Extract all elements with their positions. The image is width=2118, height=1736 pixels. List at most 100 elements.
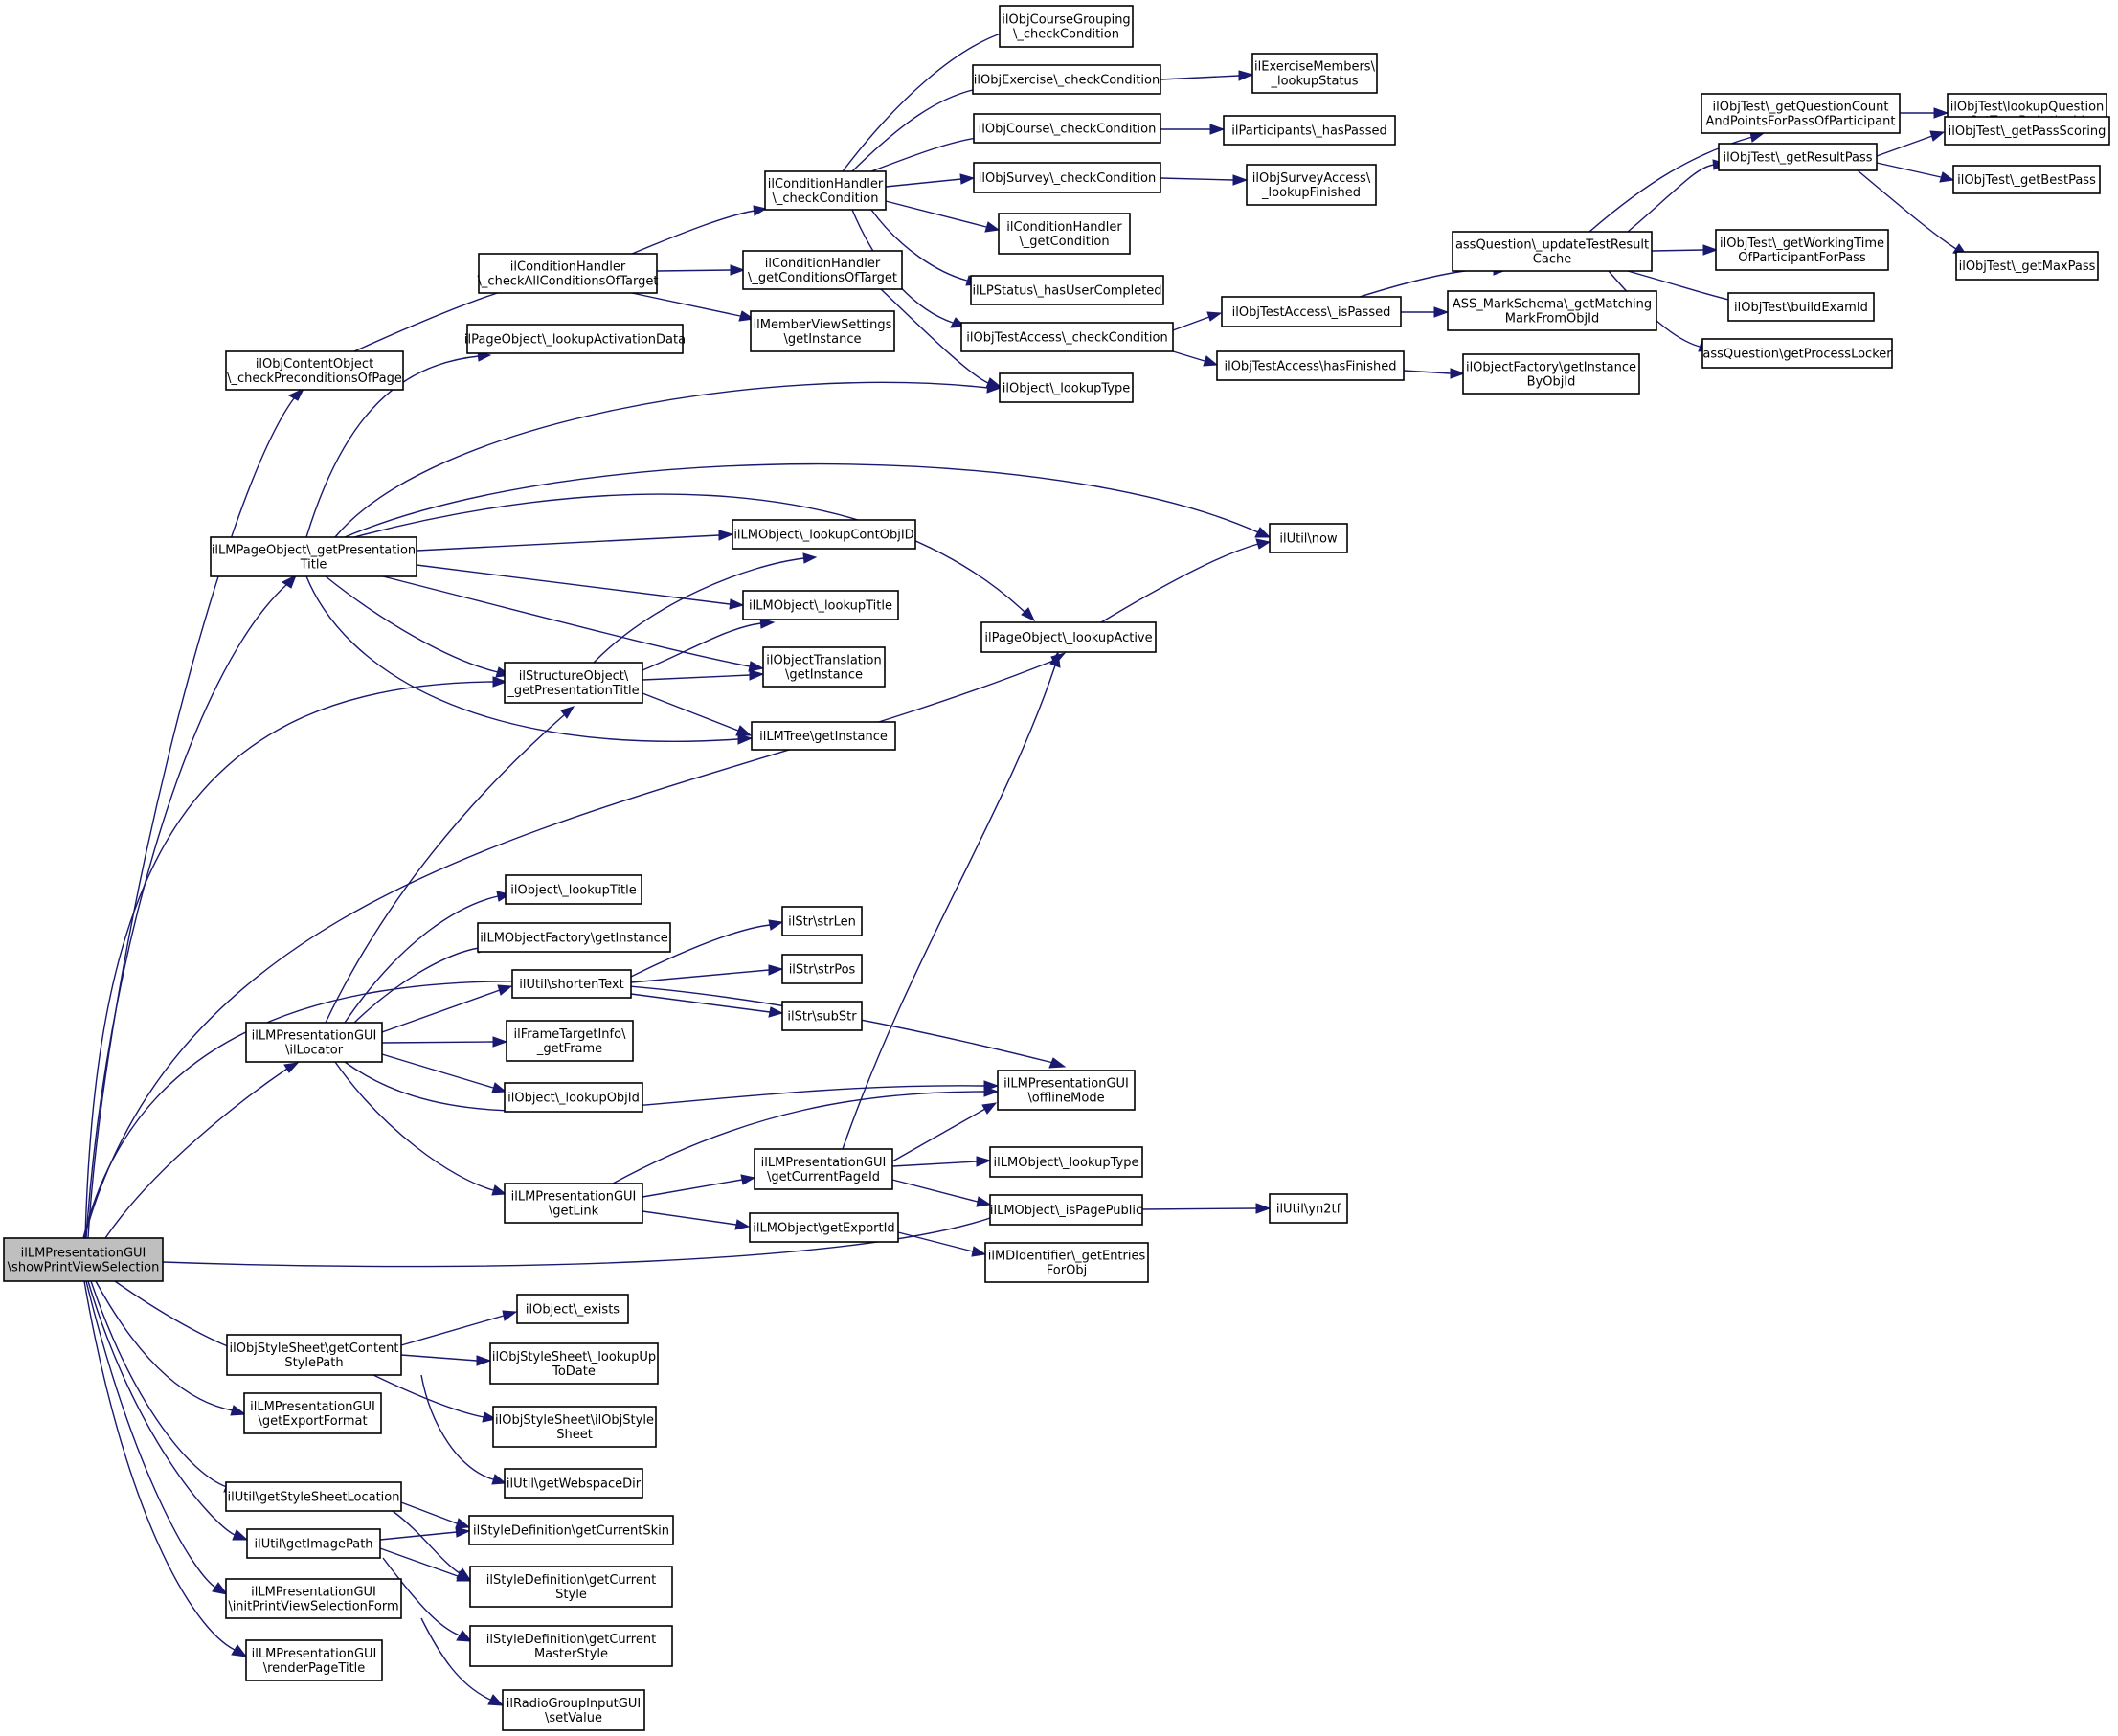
node-objTrans[interactable]: ilObjectTranslation\getInstance	[762, 646, 886, 688]
edge-root-to-renderTitle	[83, 1280, 248, 1657]
node-pageActive[interactable]: ilPageObject\_lookupActive	[980, 621, 1157, 653]
node-strLen[interactable]: ilStr\strLen	[781, 906, 863, 936]
edge-line	[372, 1374, 484, 1418]
node-svyCheck[interactable]: ilObjSurvey\_checkCondition	[973, 162, 1161, 193]
node-procLocker[interactable]: assQuestion\getProcessLocker	[1701, 338, 1893, 369]
node-crsCheck[interactable]: ilObjCourse\_checkCondition	[973, 113, 1161, 144]
node-shortenText[interactable]: ilUtil\shortenText	[511, 969, 632, 999]
node-condGetTarget[interactable]: ilConditionHandler\_getConditionsOfTarge…	[742, 250, 903, 290]
edge-line	[84, 681, 494, 1239]
edge-testAccCheck-to-isPassed	[1172, 311, 1223, 331]
node-lmObjFactory[interactable]: ilLMObjectFactory\getInstance	[477, 922, 671, 953]
node-frameTarget[interactable]: ilFrameTargetInfo\_getFrame	[506, 1020, 634, 1062]
arrowhead-icon	[959, 173, 976, 185]
node-exCheck[interactable]: ilObjExercise\_checkCondition	[972, 64, 1161, 95]
node-examId[interactable]: ilObjTest\buildExamId	[1727, 292, 1875, 322]
node-offline[interactable]: ilLMPresentationGUI\offlineMode	[997, 1070, 1136, 1111]
node-strPos[interactable]: ilStr\strPos	[781, 954, 863, 984]
node-styleCtor[interactable]: ilObjStyleSheet\ilObjStyleSheet	[492, 1406, 657, 1448]
node-contObjID[interactable]: ilLMObject\_lookupContObjID	[732, 519, 916, 550]
node-exportId[interactable]: ilLMObject\getExportId	[749, 1212, 899, 1243]
node-lookupObjId[interactable]: ilObject\_lookupObjId	[504, 1082, 643, 1113]
node-exportFormat[interactable]: ilLMPresentationGUI\getExportFormat	[243, 1392, 382, 1434]
node-label: ilObject\_exists	[526, 1303, 620, 1318]
edge-line	[1627, 164, 1715, 233]
node-curSkin[interactable]: ilStyleDefinition\getCurrentSkin	[468, 1515, 674, 1545]
node-box	[762, 646, 886, 688]
node-webspace[interactable]: ilUtil\getWebspaceDir	[504, 1468, 643, 1499]
node-box	[466, 324, 684, 354]
node-maxPass[interactable]: ilObjTest\_getMaxPass	[1955, 251, 2099, 281]
node-label: ilUtil\yn2tf	[1276, 1203, 1341, 1217]
node-subStr[interactable]: ilStr\subStr	[781, 1001, 863, 1031]
node-bestPass[interactable]: ilObjTest\_getBestPass	[1952, 165, 2101, 194]
node-lmLookupType[interactable]: ilLMObject\_lookupType	[989, 1146, 1143, 1178]
node-crsGroup[interactable]: ilObjCourseGrouping\_checkCondition	[999, 5, 1134, 48]
node-condCheck[interactable]: ilConditionHandler\_checkCondition	[764, 170, 887, 211]
edge-presTitle-to-contObjID	[416, 530, 734, 552]
node-passScoring[interactable]: ilObjTest\_getPassScoring	[1944, 116, 2110, 146]
node-radioSet[interactable]: ilRadioGroupInputGUI\setValue	[502, 1689, 645, 1731]
node-condGet[interactable]: ilConditionHandler\_getCondition	[998, 213, 1131, 255]
node-workTime[interactable]: ilObjTest\_getWorkingTimeOfParticipantFo…	[1715, 229, 1889, 271]
arrowhead-icon	[768, 919, 784, 931]
node-lpStatus[interactable]: ilLPStatus\_hasUserCompleted	[970, 275, 1164, 305]
edge-line	[382, 575, 751, 667]
arrowhead-icon	[1232, 174, 1249, 186]
node-qCount[interactable]: ilObjTest\_getQuestionCountAndPointsForP…	[1701, 93, 1901, 134]
node-root[interactable]: ilLMPresentationGUI\showPrintViewSelecti…	[3, 1237, 164, 1282]
node-initForm[interactable]: ilLMPresentationGUI\initPrintViewSelecti…	[225, 1578, 402, 1619]
node-isPassed[interactable]: ilObjTestAccess\_isPassed	[1221, 296, 1402, 327]
node-label: ilLMTree\getInstance	[759, 730, 888, 744]
node-label: ilObject\_lookupObjId	[507, 1092, 640, 1106]
node-exMembers[interactable]: ilExerciseMembers\_lookupStatus	[1251, 53, 1378, 94]
node-lmLookupTitle[interactable]: ilLMObject\_lookupTitle	[742, 590, 899, 620]
node-box	[750, 310, 895, 352]
node-objExists[interactable]: ilObject\_exists	[516, 1294, 629, 1324]
node-label: ilObjTest\_getPassScoring	[1949, 124, 2107, 139]
node-lmTree[interactable]: ilLMTree\getInstance	[751, 721, 896, 751]
arrowhead-icon	[455, 1518, 471, 1529]
node-partPassed[interactable]: ilParticipants\_hasPassed	[1223, 115, 1396, 146]
arrowhead-icon	[232, 1529, 249, 1541]
node-resultPass[interactable]: ilObjTest\_getResultPass	[1718, 143, 1878, 171]
node-box	[516, 1294, 629, 1324]
node-label: MarkFromObjId	[1505, 312, 1599, 327]
node-presTitle[interactable]: ilLMPageObject\_getPresentationTitle	[210, 536, 417, 577]
node-box	[492, 1406, 657, 1448]
node-styleLoc[interactable]: ilUtil\getStyleSheetLocation	[225, 1481, 402, 1512]
node-label: \_checkAllConditionsOfTarget	[478, 275, 659, 289]
node-isPagePublic[interactable]: ilLMObject\_isPagePublic	[989, 1194, 1143, 1226]
node-svyFinished[interactable]: ilObjSurveyAccess\_lookupFinished	[1246, 164, 1377, 206]
node-imagePath[interactable]: ilUtil\getImagePath	[246, 1528, 381, 1559]
node-checkAllCond[interactable]: ilConditionHandler\_checkAllConditionsOf…	[478, 253, 659, 294]
node-getLink[interactable]: ilLMPresentationGUI\getLink	[504, 1183, 643, 1224]
node-utilNow[interactable]: ilUtil\now	[1269, 523, 1348, 553]
node-stPresTitle[interactable]: ilStructureObject\_getPresentationTitle	[504, 662, 643, 704]
node-memberView[interactable]: ilMemberViewSettings\getInstance	[750, 310, 895, 352]
node-testAccCheck[interactable]: ilObjTestAccess\_checkCondition	[960, 322, 1174, 352]
edge-resultPass-to-passScoring	[1876, 130, 1946, 157]
edge-line	[420, 1617, 491, 1701]
node-locator[interactable]: ilLMPresentationGUI\ilLocator	[245, 1022, 383, 1063]
node-renderTitle[interactable]: ilLMPresentationGUI\renderPageTitle	[245, 1639, 383, 1681]
node-objLookupTitle[interactable]: ilObject\_lookupTitle	[505, 874, 642, 905]
node-hasFinished[interactable]: ilObjTestAccess\hasFinished	[1216, 350, 1405, 381]
node-yn2tf[interactable]: ilUtil\yn2tf	[1269, 1193, 1348, 1224]
node-objLookupType[interactable]: ilObject\_lookupType	[999, 372, 1134, 403]
node-label: ilObjTestAccess\_isPassed	[1232, 305, 1391, 320]
node-curPageId[interactable]: ilLMPresentationGUI\getCurrentPageId	[754, 1148, 893, 1190]
arrowhead-icon	[231, 1644, 248, 1657]
node-pageActData[interactable]: ilPageObject\_lookupActivationData	[464, 324, 686, 354]
node-checkPrecond[interactable]: ilObjContentObject\_checkPreconditionsOf…	[225, 350, 404, 391]
node-label: ilLMPresentationGUI	[251, 1586, 376, 1600]
